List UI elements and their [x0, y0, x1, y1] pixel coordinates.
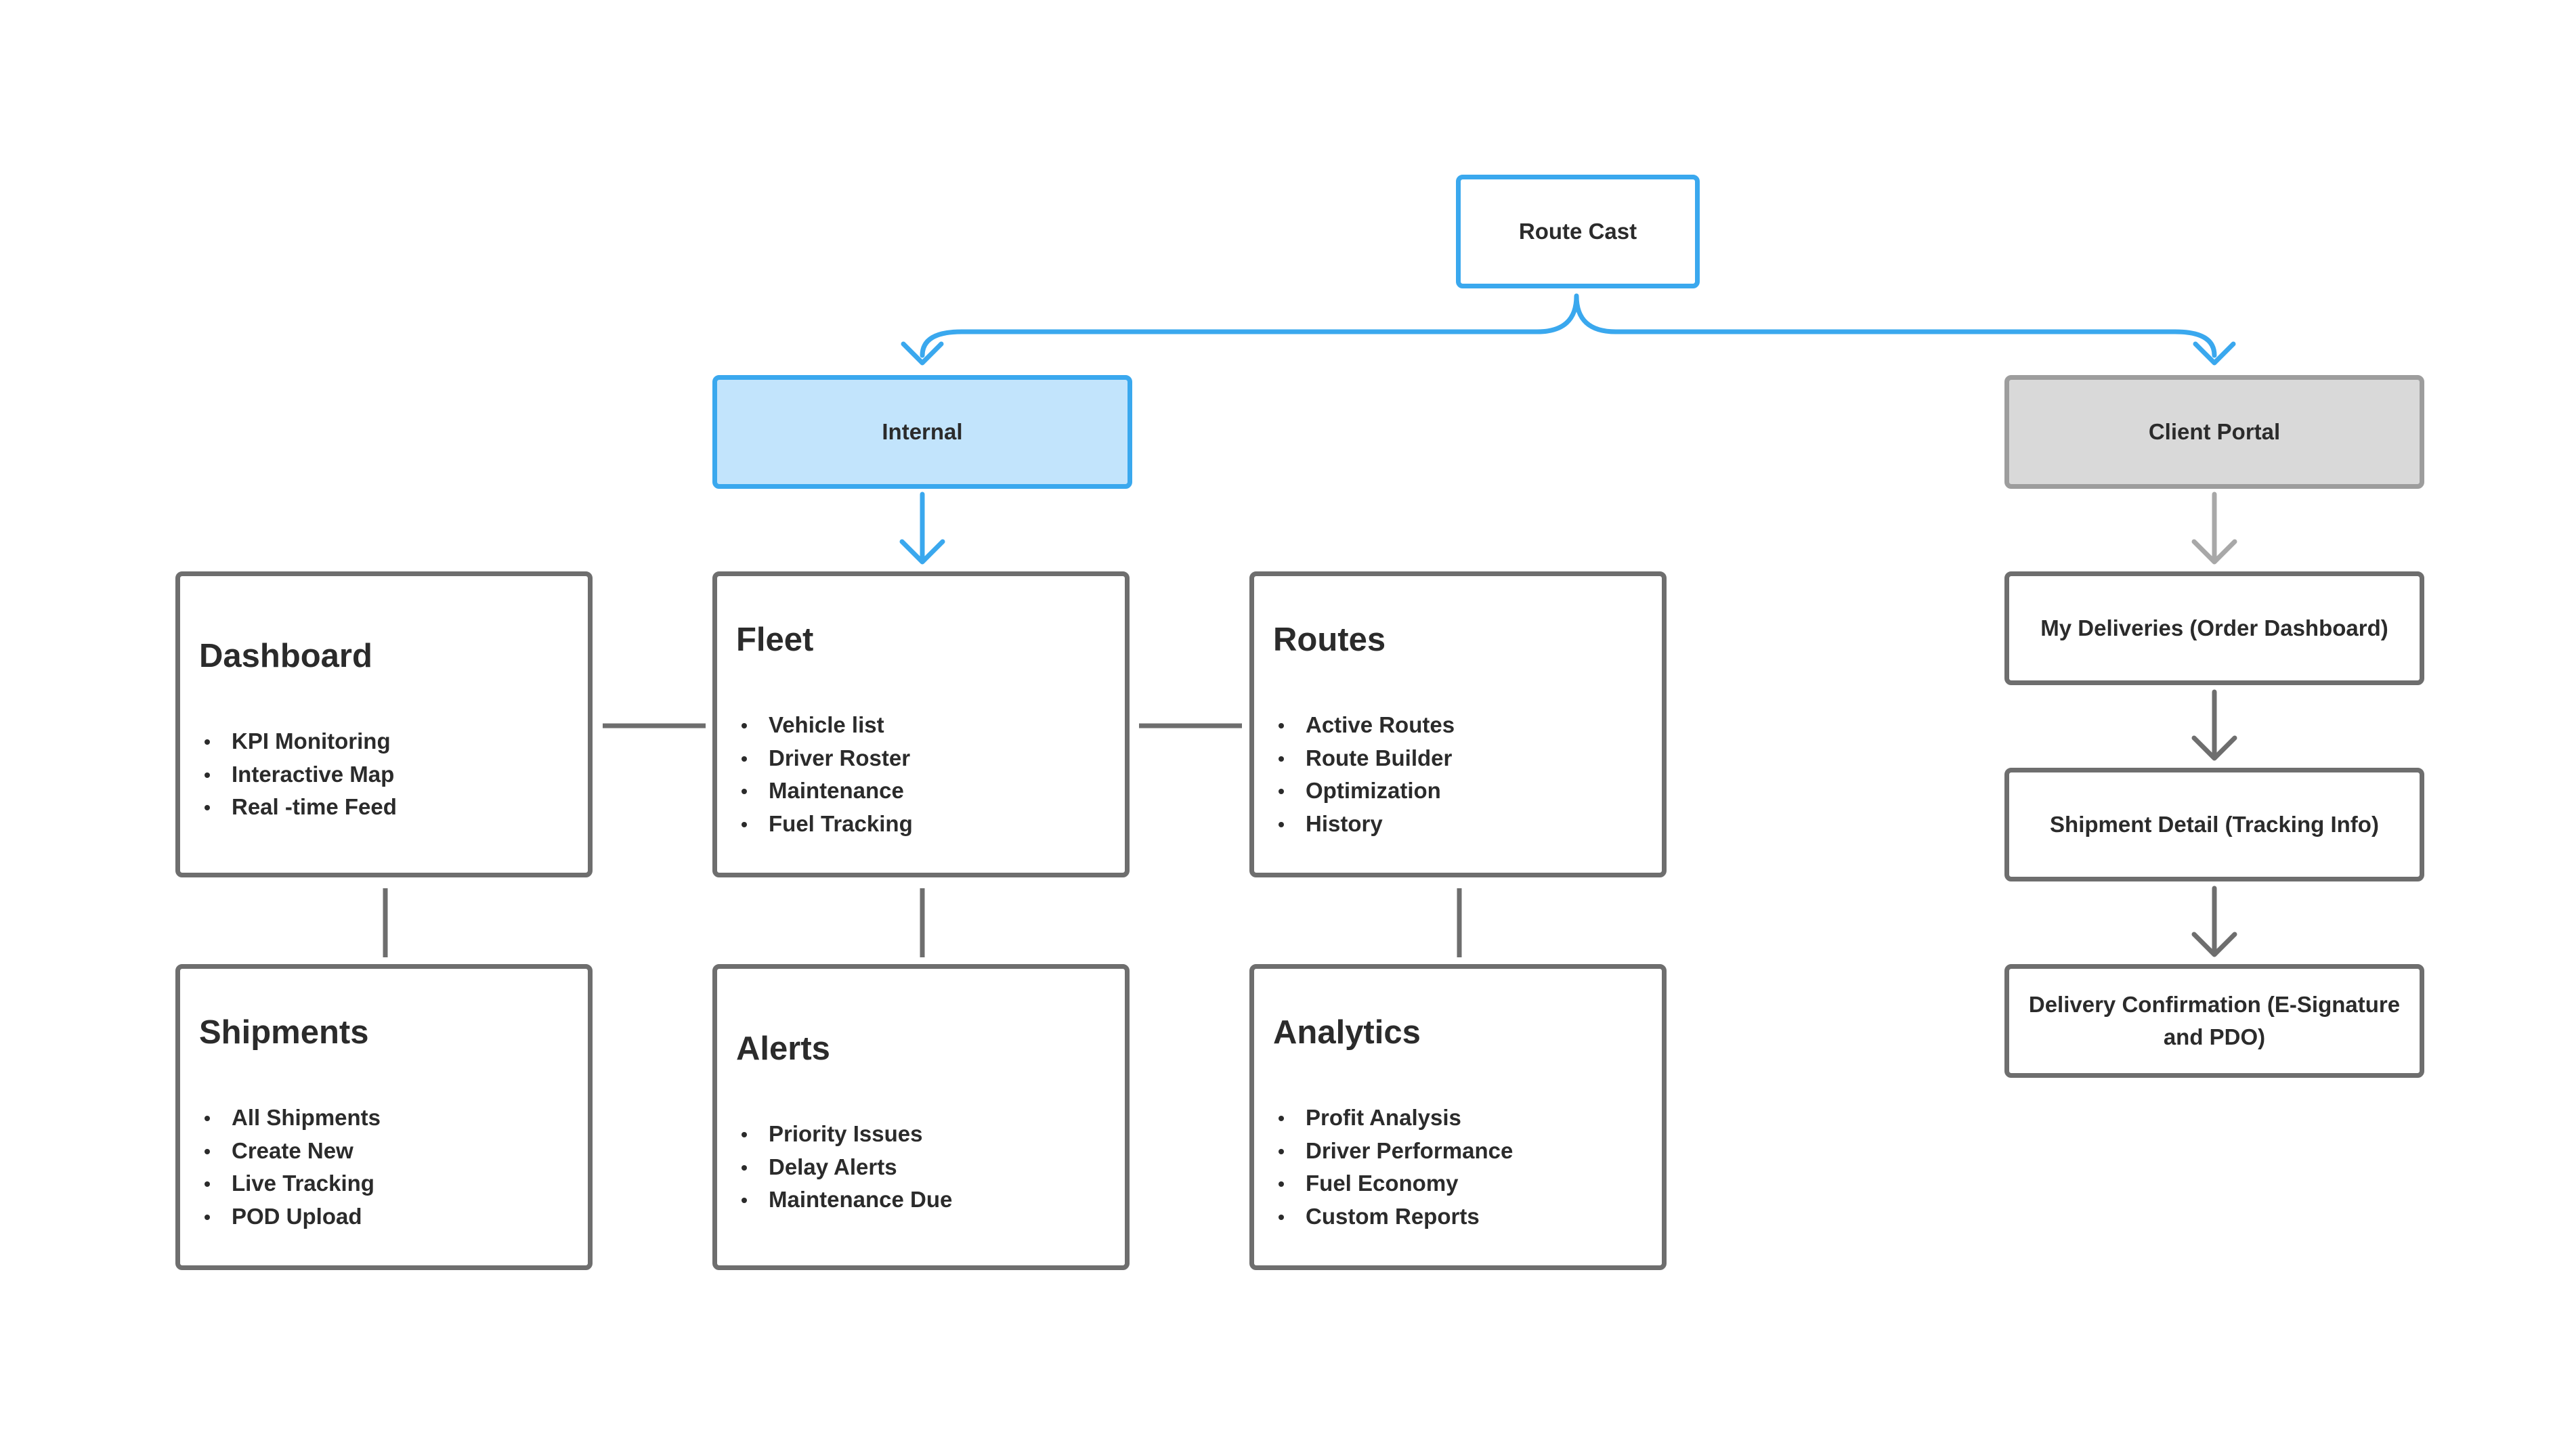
arrow-detail-to-confirmation: [2191, 886, 2237, 957]
root-node-label: Route Cast: [1518, 219, 1637, 244]
list-item: All Shipments: [199, 1102, 381, 1135]
client-portal-node[interactable]: Client Portal: [2004, 375, 2424, 489]
my-deliveries-node[interactable]: My Deliveries (Order Dashboard): [2004, 571, 2424, 685]
list-item: Fuel Economy: [1273, 1167, 1513, 1200]
shipment-detail-label: Shipment Detail (Tracking Info): [2050, 812, 2379, 837]
list-item: POD Upload: [199, 1200, 381, 1234]
analytics-card-title: Analytics: [1273, 1014, 1421, 1051]
list-item: Profit Analysis: [1273, 1102, 1513, 1135]
shipment-detail-node[interactable]: Shipment Detail (Tracking Info): [2004, 768, 2424, 881]
analytics-card-list: Profit Analysis Driver Performance Fuel …: [1273, 1102, 1513, 1233]
client-portal-node-label: Client Portal: [2148, 419, 2281, 444]
analytics-card[interactable]: Analytics Profit Analysis Driver Perform…: [1249, 964, 1667, 1270]
list-item: Maintenance: [736, 775, 913, 808]
list-item: Fuel Tracking: [736, 808, 913, 841]
arrowhead-client: [2193, 341, 2236, 366]
list-item: Driver Roster: [736, 742, 913, 775]
list-item: History: [1273, 808, 1455, 841]
alerts-card-list: Priority Issues Delay Alerts Maintenance…: [736, 1118, 952, 1217]
arrow-internal-to-fleet: [899, 492, 945, 565]
list-item: Create New: [199, 1135, 381, 1168]
list-item: Vehicle list: [736, 709, 913, 742]
arrow-client-to-deliveries: [2191, 492, 2237, 565]
shipments-card[interactable]: Shipments All Shipments Create New Live …: [175, 964, 593, 1270]
list-item: Active Routes: [1273, 709, 1455, 742]
dashboard-card-title: Dashboard: [199, 638, 372, 674]
list-item: Priority Issues: [736, 1118, 952, 1151]
fleet-card[interactable]: Fleet Vehicle list Driver Roster Mainten…: [712, 571, 1130, 877]
routes-card[interactable]: Routes Active Routes Route Builder Optim…: [1249, 571, 1667, 877]
list-item: Real -time Feed: [199, 791, 397, 824]
list-item: Maintenance Due: [736, 1183, 952, 1217]
routes-card-list: Active Routes Route Builder Optimization…: [1273, 709, 1455, 840]
root-brace-connector: [920, 293, 2217, 358]
dashboard-card[interactable]: Dashboard KPI Monitoring Interactive Map…: [175, 571, 593, 877]
list-item: Interactive Map: [199, 758, 397, 791]
list-item: Delay Alerts: [736, 1151, 952, 1184]
alerts-card[interactable]: Alerts Priority Issues Delay Alerts Main…: [712, 964, 1130, 1270]
list-item: Optimization: [1273, 775, 1455, 808]
delivery-confirmation-label: Delivery Confirmation (E-Signature and P…: [2028, 992, 2401, 1049]
list-item: Custom Reports: [1273, 1200, 1513, 1234]
fleet-card-title: Fleet: [736, 622, 814, 658]
list-item: Driver Performance: [1273, 1135, 1513, 1168]
list-item: Route Builder: [1273, 742, 1455, 775]
root-node[interactable]: Route Cast: [1456, 175, 1700, 288]
arrowhead-internal: [901, 341, 944, 366]
internal-node-label: Internal: [882, 419, 963, 444]
list-item: Live Tracking: [199, 1167, 381, 1200]
delivery-confirmation-node[interactable]: Delivery Confirmation (E-Signature and P…: [2004, 964, 2424, 1078]
dashboard-card-list: KPI Monitoring Interactive Map Real -tim…: [199, 725, 397, 824]
internal-node[interactable]: Internal: [712, 375, 1132, 489]
fleet-card-list: Vehicle list Driver Roster Maintenance F…: [736, 709, 913, 840]
alerts-card-title: Alerts: [736, 1030, 830, 1067]
list-item: KPI Monitoring: [199, 725, 397, 758]
arrow-deliveries-to-detail: [2191, 689, 2237, 761]
routes-card-title: Routes: [1273, 622, 1386, 658]
my-deliveries-label: My Deliveries (Order Dashboard): [2040, 615, 2388, 640]
shipments-card-title: Shipments: [199, 1014, 369, 1051]
shipments-card-list: All Shipments Create New Live Tracking P…: [199, 1102, 381, 1233]
